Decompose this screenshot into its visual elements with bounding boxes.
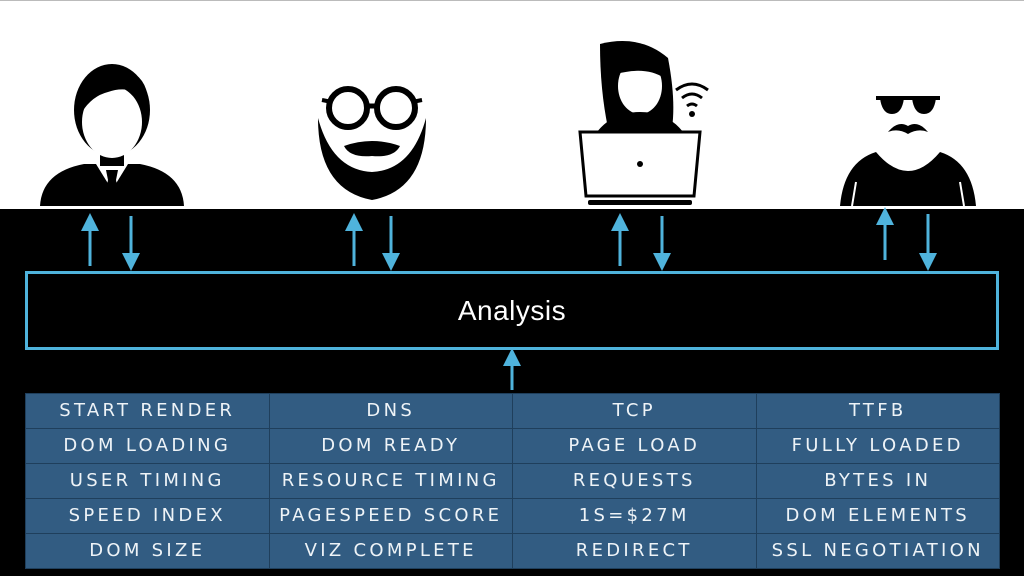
metric-cell: DOM READY xyxy=(268,428,513,464)
metric-cell: SPEED INDEX xyxy=(25,498,270,534)
metric-cell: REDIRECT xyxy=(512,533,757,569)
metric-cell: BYTES IN xyxy=(755,463,1000,499)
metric-cell: DOM SIZE xyxy=(25,533,270,569)
table-row: DOM SIZE VIZ COMPLETE REDIRECT SSL NEGOT… xyxy=(25,533,1000,569)
man-with-sunglasses-mustache-icon xyxy=(818,40,998,210)
woman-with-laptop-icon xyxy=(550,40,730,210)
metric-cell: DOM LOADING xyxy=(25,428,270,464)
metric-cell: VIZ COMPLETE xyxy=(268,533,513,569)
analysis-label: Analysis xyxy=(457,294,567,326)
table-row: USER TIMING RESOURCE TIMING REQUESTS BYT… xyxy=(25,463,1000,499)
metric-cell: 1S=$27M xyxy=(512,498,757,534)
metric-cell: DNS xyxy=(268,393,513,429)
metric-cell: SSL NEGOTIATION xyxy=(755,533,1000,569)
metric-cell: USER TIMING xyxy=(25,463,270,499)
table-row: DOM LOADING DOM READY PAGE LOAD FULLY LO… xyxy=(25,428,1000,464)
table-row: START RENDER DNS TCP TTFB xyxy=(25,393,1000,429)
bearded-man-with-glasses-icon xyxy=(282,40,462,210)
metric-cell: PAGE LOAD xyxy=(512,428,757,464)
metric-cell: RESOURCE TIMING xyxy=(268,463,513,499)
metric-cell: PAGESPEED SCORE xyxy=(268,498,513,534)
analysis-box: Analysis xyxy=(25,271,999,350)
metric-cell: DOM ELEMENTS xyxy=(755,498,1000,534)
metric-cell: TTFB xyxy=(755,393,1000,429)
table-row: SPEED INDEX PAGESPEED SCORE 1S=$27M DOM … xyxy=(25,498,1000,534)
metrics-table: START RENDER DNS TCP TTFB DOM LOADING DO… xyxy=(25,393,1000,569)
businessman-icon xyxy=(22,40,202,210)
metric-cell: REQUESTS xyxy=(512,463,757,499)
metric-cell: TCP xyxy=(512,393,757,429)
metric-cell: START RENDER xyxy=(25,393,270,429)
metric-cell: FULLY LOADED xyxy=(755,428,1000,464)
